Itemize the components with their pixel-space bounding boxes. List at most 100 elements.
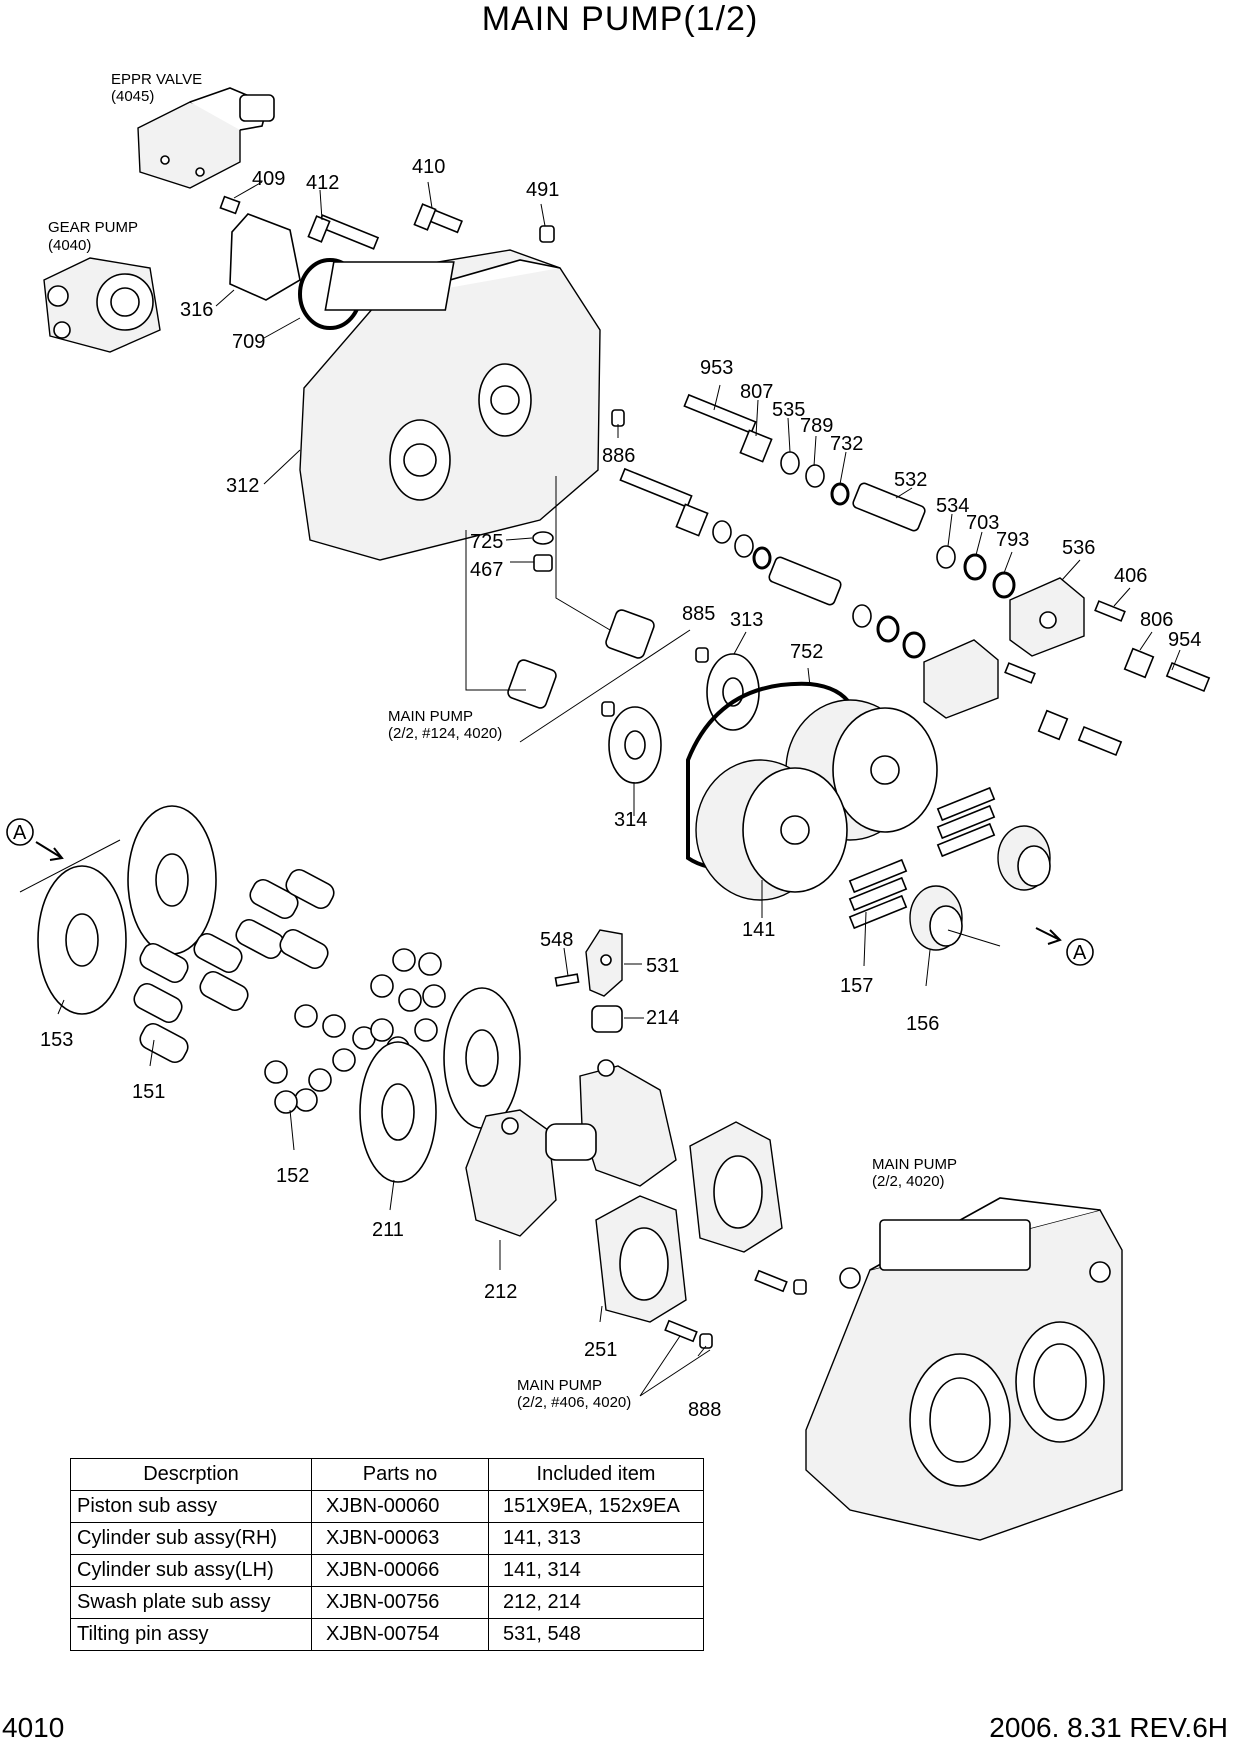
row-description: Piston sub assy [70, 1490, 312, 1523]
retainer-plate-part [443, 987, 521, 1129]
callout-153: 153 [40, 1029, 73, 1051]
row-description: Cylinder sub assy(LH) [70, 1554, 312, 1587]
table-header-row: Descrption Parts no Included item [70, 1458, 704, 1491]
callout-316: 316 [180, 299, 213, 321]
row-included-item: 151X9EA, 152x9EA [488, 1490, 704, 1523]
cover-536-part [1009, 577, 1085, 657]
o-ring-lower-3-part [902, 631, 926, 659]
callout-211: 211 [372, 1219, 404, 1241]
callout-789: 789 [800, 415, 833, 437]
pin-888-a-part [699, 1333, 713, 1349]
plug-467-part [533, 554, 553, 572]
bushing-214-part [591, 1005, 623, 1033]
callout-885: 885 [682, 603, 715, 625]
cylinder-block-141-lower-part [695, 759, 848, 901]
callout-703: 703 [966, 512, 999, 534]
bolt-412-part [307, 214, 380, 250]
callout-151: 151 [132, 1081, 165, 1103]
o-ring-789-part [805, 464, 825, 488]
main-pump-ref-4020: MAIN PUMP [872, 1156, 957, 1173]
main-pump-ref-124-code: (2/2, #124, 4020) [388, 725, 502, 742]
springs-157-part [848, 786, 996, 930]
assembled-main-pump-part [805, 1197, 1123, 1541]
callout-536: 536 [1062, 537, 1095, 559]
pin-548-part [554, 973, 580, 987]
page-number: 4010 [2, 1712, 65, 1743]
callout-314: 314 [614, 809, 647, 831]
eppr-valve-code: (4045) [111, 88, 154, 105]
plug-491-part [539, 225, 555, 243]
washer-lower-2-part [734, 534, 754, 558]
row-description: Tilting pin assy [70, 1618, 312, 1651]
gear-pump-part [43, 257, 161, 353]
adjust-screw-lower-part [619, 467, 693, 509]
view-a-arrow-left [35, 841, 64, 861]
callout-535: 535 [772, 399, 805, 421]
pin-885-lower-part [601, 701, 615, 717]
view-a-marker-left [6, 818, 34, 846]
eppr-valve-label: EPPR VALVE [111, 71, 202, 88]
main-pump-ref-406-code: (2/2, #406, 4020) [517, 1394, 631, 1411]
callout-806: 806 [1140, 609, 1173, 631]
nut-lower-part [675, 503, 709, 537]
adjust-screw-953-part [683, 393, 757, 435]
callout-313: 313 [730, 609, 763, 631]
bolt-409-part [219, 195, 241, 215]
row-parts-no: XJBN-00754 [311, 1618, 489, 1651]
row-description: Swash plate sub assy [70, 1586, 312, 1619]
pistons-151-part [133, 868, 335, 1064]
callout-532: 532 [894, 469, 927, 491]
washer-lower-1-part [712, 520, 732, 544]
main-pump-ref-4020-code: (2/2, 4020) [872, 1173, 945, 1190]
callout-251: 251 [584, 1339, 617, 1361]
o-ring-lower-1-part [752, 546, 772, 570]
bolt-406-lower-b-part [754, 1269, 788, 1293]
row-parts-no: XJBN-00756 [311, 1586, 489, 1619]
bearing-124-upper-part [605, 609, 655, 659]
row-included-item: 531, 548 [488, 1618, 704, 1651]
view-a-marker-right [1066, 938, 1094, 966]
washer-534-part [936, 545, 956, 569]
support-251-part [595, 1121, 783, 1323]
pin-886-part [611, 409, 625, 427]
callout-531: 531 [646, 955, 679, 977]
bearing-124-lower-part [507, 659, 557, 709]
callout-953: 953 [700, 357, 733, 379]
screw-954-part [1165, 661, 1211, 693]
bolt-406-part [1094, 600, 1126, 622]
shoe-plate-153-part [37, 805, 217, 1015]
nut-807-part [739, 429, 773, 463]
view-a-label-right: A [1073, 942, 1087, 964]
callout-212: 212 [484, 1281, 517, 1303]
valve-plate-314-part [608, 706, 662, 784]
callout-157: 157 [840, 975, 873, 997]
swash-plate-212-part [465, 1059, 677, 1237]
callout-491: 491 [526, 179, 559, 201]
o-ring-703-part [963, 553, 987, 581]
sleeve-532-part [852, 482, 926, 532]
gear-pump-code: (4040) [48, 237, 91, 254]
column-header-parts-no: Parts no [311, 1458, 489, 1491]
gasket-316-part [229, 213, 301, 301]
callout-409: 409 [252, 168, 285, 190]
table-row: Piston sub assy XJBN-00060 151X9EA, 152x… [70, 1490, 704, 1523]
main-pump-ref-124: MAIN PUMP [388, 708, 473, 725]
callout-152: 152 [276, 1165, 309, 1187]
main-pump-ref-406: MAIN PUMP [517, 1377, 602, 1394]
row-included-item: 141, 313 [488, 1522, 704, 1555]
row-parts-no: XJBN-00060 [311, 1490, 489, 1523]
gear-pump-label: GEAR PUMP [48, 219, 138, 236]
pin-885-upper-part [695, 647, 709, 663]
spherical-bush-156-lower-part [909, 885, 963, 951]
callout-534: 534 [936, 495, 969, 517]
callout-732: 732 [830, 433, 863, 455]
column-header-included-item: Included item [488, 1458, 704, 1491]
callout-412: 412 [306, 172, 339, 194]
callout-467: 467 [470, 559, 503, 581]
callout-954: 954 [1168, 629, 1201, 651]
row-parts-no: XJBN-00063 [311, 1522, 489, 1555]
callout-725: 725 [470, 531, 503, 553]
o-ring-793-part [992, 571, 1016, 599]
callout-406: 406 [1114, 565, 1147, 587]
